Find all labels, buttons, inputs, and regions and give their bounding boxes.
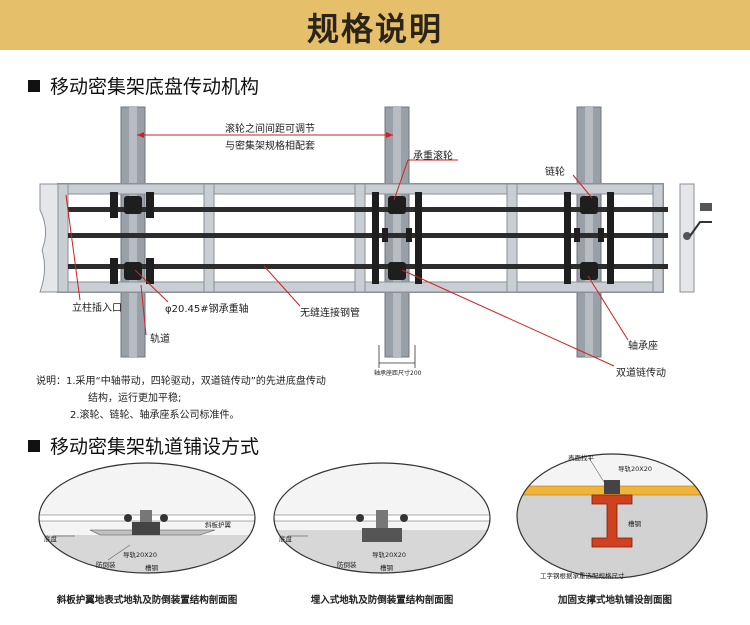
leader-lines: [65, 159, 629, 367]
p1-groove-label: 槽钢: [145, 564, 158, 572]
section-heading-chassis: 移动密集架底盘传动机构: [28, 72, 259, 99]
p1-rail-label: 导轨20X20: [123, 551, 157, 559]
track-left-highlight: [129, 107, 137, 357]
title-banner: [0, 0, 750, 50]
crank-hub: [683, 232, 691, 240]
section-panel-3: [517, 454, 707, 578]
wheel-assembly-right: [564, 192, 614, 284]
shaft-2: [68, 233, 668, 238]
p1-floor-label: 底盘: [44, 535, 57, 543]
label-column-inlet: 立柱插入口: [72, 303, 122, 314]
label-sprocket: 链轮: [545, 167, 565, 178]
crank-knob: [700, 203, 712, 211]
label-bearing-seat: 轴承座: [628, 341, 658, 352]
page-title: 规格说明: [306, 10, 443, 48]
track-middle-highlight: [393, 107, 401, 357]
section-heading-text: 移动密集架轨道铺设方式: [50, 436, 260, 458]
label-seamless-pipe: 无缝连接钢管: [300, 308, 360, 319]
track-right-highlight: [585, 107, 593, 357]
p2-antitip-label: 防倒装: [337, 561, 357, 569]
p2-floor-label: 底盘: [279, 535, 292, 543]
i-beam-shape: [591, 494, 633, 548]
frame-left-cap: [39, 183, 59, 293]
caption-panel-2: 埋入式地轨及防倒装置结构剖面图: [310, 595, 454, 606]
square-bullet-icon: [28, 440, 40, 452]
note-line-3: 2.滚轮、链轮、轴承座系公司标准件。: [70, 410, 240, 421]
p2-rail-label: 导轨20X20: [372, 551, 406, 559]
p1-guard-label: 斜板护翼: [205, 521, 231, 529]
p3-top-label: 表面找平: [568, 454, 594, 462]
label-track: 轨道: [150, 334, 170, 345]
section-heading-text: 移动密集架底盘传动机构: [50, 76, 260, 98]
wheel-assembly-middle: [372, 192, 422, 284]
p2-groove-label: 槽钢: [380, 564, 393, 572]
p3-rail-label: 导轨20X20: [618, 465, 652, 473]
note-line-1: 说明：1.采用“中轴带动，四轮驱动，双道链传动”的先进底盘传动: [36, 376, 326, 387]
p3-beam-label: 槽钢: [628, 520, 641, 528]
label-axle: φ20.45#钢承重轴: [165, 304, 249, 315]
label-adjustable-line2: 与密集架规格相配套: [225, 141, 315, 152]
p1-antitip-label: 防倒装: [96, 561, 116, 569]
crank-handle-icon: [689, 221, 712, 237]
shaft-1: [68, 207, 668, 212]
caption-panel-1: 斜板护翼地表式地轨及防倒装置结构剖面图: [56, 595, 238, 606]
square-bullet-icon: [28, 80, 40, 92]
section-panel-1: [39, 463, 255, 573]
note-line-2: 结构，运行更加平稳;: [88, 393, 182, 404]
p3-bottom-label: 工字钢根据承重选配规格尺寸: [540, 572, 625, 580]
caption-panel-3: 加固支撑式地轨铺设剖面图: [557, 595, 672, 606]
section-heading-rail: 移动密集架轨道铺设方式: [28, 432, 259, 459]
label-dimension: 轴承座距尺寸200: [374, 370, 422, 377]
label-dual-chain: 双道链传动: [616, 368, 666, 379]
label-adjustable-line1: 滚轮之间间距可调节: [225, 124, 315, 135]
wheel-assembly-left: [110, 192, 154, 284]
shaft-3: [68, 264, 668, 269]
label-bearing-wheel: 承重滚轮: [413, 151, 453, 162]
